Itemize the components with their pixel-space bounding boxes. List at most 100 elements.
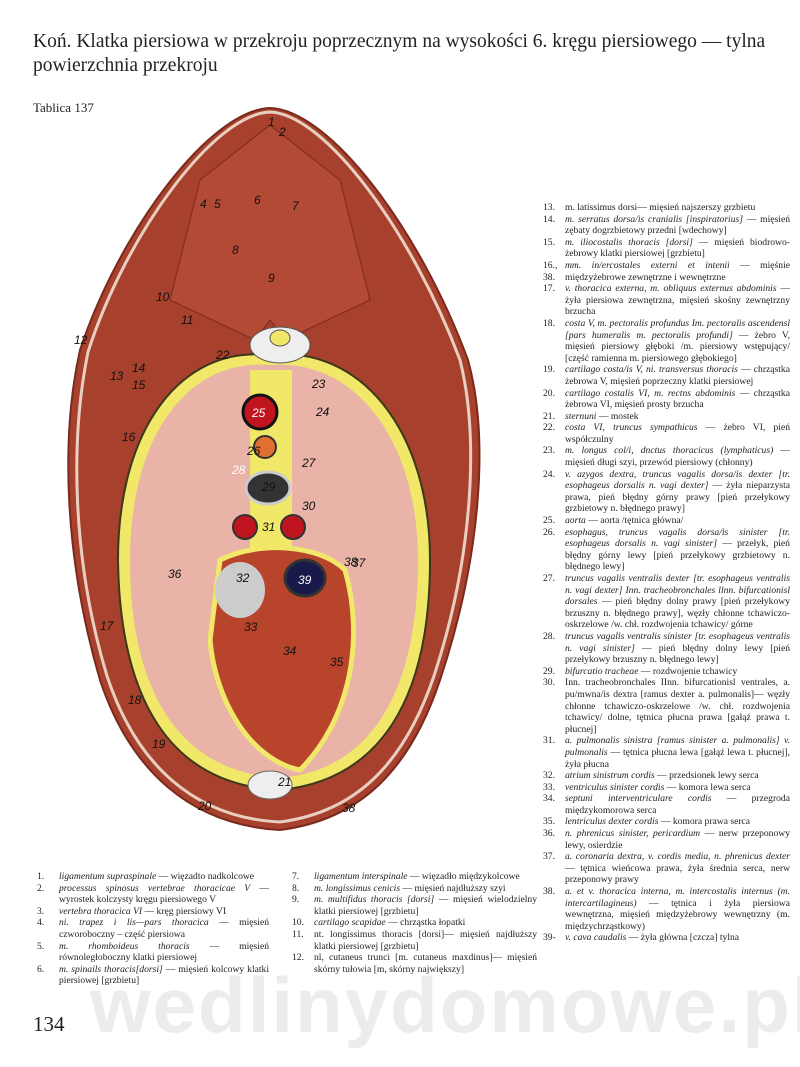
legend-left: 1.ligamentum supraspinale — więzadto nad…: [37, 871, 269, 987]
legend-item: 35.lentriculus dexter cordis — komora pr…: [543, 816, 790, 828]
legend-text: esophagus, truncus vagalis dorsa/is sini…: [565, 526, 790, 573]
legend-text: costa VI, truncus sympathicus — żebro VI…: [565, 422, 790, 445]
legend-item: 17. v. thoracica externa, m. obliquus ext…: [543, 283, 790, 318]
legend-number: 22.: [543, 422, 555, 434]
legend-text: ligamentum interspinale — więzadło międz…: [314, 871, 520, 882]
legend-number: 4.: [37, 917, 45, 929]
figure-label: 22: [215, 348, 230, 362]
legend-item: 31. a. pulmonalis sinistra [ramus siniste…: [543, 735, 790, 770]
legend-number: 19.: [543, 364, 555, 376]
legend-item: 16., 38.mm. in/ercostales externi et int…: [543, 260, 790, 283]
legend-number: 25.: [543, 515, 555, 527]
legend-number: 8.: [292, 882, 300, 894]
legend-item: 24. v. azygos dextra, truncus vagalis dor…: [543, 469, 790, 515]
figure-label: 2: [278, 125, 286, 139]
legend-text: nl, cutaneus trunci [m. cutaneus maxdinu…: [314, 952, 537, 975]
legend-item: 39- v. cava caudalis — żyła główna [czcza…: [543, 932, 790, 944]
figure-label: 19: [152, 737, 166, 751]
skin-layer: [75, 110, 473, 824]
legend-number: 26.: [543, 526, 555, 538]
legend-number: 12.: [292, 952, 304, 964]
figure-label: 30: [302, 499, 316, 513]
legend-number: 24.: [543, 468, 555, 480]
page-number: 134: [33, 1012, 65, 1036]
legend-item: 21.sternuni — mostek: [543, 411, 790, 423]
legend-text: m. spinails thoracis[dorsi] — mięsień ko…: [59, 963, 269, 987]
legend-item: 38. a. et v. thoracica interna, m. interc…: [543, 886, 790, 932]
legend-number: 32.: [543, 770, 555, 782]
figure-label: 29: [261, 480, 276, 494]
trachea-bifurcation: [244, 470, 292, 506]
legend-text: Inn. tracheobronchales IInn. bifurcation…: [565, 677, 790, 735]
legend-text: v. azygos dextra, truncus vagalis dorsa/…: [565, 468, 790, 515]
figure-label: 17: [100, 619, 115, 633]
legend-item: 19.cartilago costa/is V, ni. transversus…: [543, 364, 790, 387]
legend-number: 31.: [543, 735, 555, 747]
legend-text: v. cava caudalis — żyła główna [czcza] t…: [565, 932, 740, 944]
legend-text: atrium sinistrum cordis — przedsionek le…: [565, 770, 759, 782]
legend-text: processus spinosus vertebrae thoracicae …: [59, 882, 269, 906]
legend-text: nt. longissimus thoracis [dorsi]— mięsie…: [314, 928, 537, 952]
legend-item: 7. ligamentum interspinale — więzadło mię…: [292, 871, 537, 883]
figure-label: 27: [301, 456, 317, 470]
figure-label: 38: [342, 801, 356, 815]
legend-text: a. et v. thoracica interna, m. intercost…: [565, 886, 790, 932]
figure-label: 21: [277, 775, 291, 789]
legend-item: 29.bifurcatio tracheae — rozdwojenie tch…: [543, 666, 790, 678]
legend-number: 7.: [292, 871, 300, 882]
legend-number: 10.: [292, 917, 304, 929]
figure-label: 31: [262, 520, 275, 534]
figure-label: 37: [352, 556, 367, 570]
figure-label: 25: [251, 406, 266, 420]
legend-text: v. thoracica externa, m. obliquus extern…: [565, 283, 790, 318]
figure-label: 7: [292, 199, 300, 213]
figure-label: 10: [156, 290, 170, 304]
legend-number: 3.: [37, 905, 45, 917]
legend-text: m. iliocostalis thoracis [dorsi] — mięsi…: [565, 236, 790, 260]
figure-label: 1: [268, 115, 275, 129]
legend-number: 33.: [543, 781, 555, 793]
legend-number: 27.: [543, 573, 555, 584]
figure-label: 8: [232, 243, 239, 257]
figure-label: 9: [268, 271, 275, 285]
legend-item: 32. atrium sinistrum cordis — przedsionek…: [543, 770, 790, 782]
figure-label: 15: [132, 378, 146, 392]
legend-item: 15. m. iliocostalis thoracis [dorsi] — mi…: [543, 237, 790, 260]
figure-label: 35: [330, 655, 344, 669]
legend-item: 34.septuni interventriculare cordis — pr…: [543, 793, 790, 816]
legend-number: 5.: [37, 940, 45, 952]
legend-text: m. rhomboideus thoracis — mięsień równol…: [59, 940, 270, 964]
legend-text: a. pulmonalis sinistra [ramus sinister a…: [565, 735, 790, 770]
esophagus: [253, 435, 277, 459]
legend-text: ventriculus sinister cordis — komora lew…: [565, 781, 751, 793]
legend-item: 8.m. longissimus cenicis — mięsień najdł…: [292, 883, 537, 895]
legend-item: 9.m. multifidus thoracis [dorsi] — mięsi…: [292, 894, 537, 917]
figure-label: 4: [200, 197, 207, 211]
legend-text: m. longus col/i, dnctus thoracicus (lymp…: [565, 445, 790, 469]
legend-item: 22. costa VI, truncus sympathicus — żebro…: [543, 422, 790, 445]
legend-item: 30. Inn. tracheobronchales IInn. bifurcat…: [543, 677, 790, 735]
legend-number: 39-: [543, 932, 556, 944]
legend-number: 18.: [543, 317, 555, 329]
aorta: [241, 393, 279, 431]
figure-label: 26: [246, 444, 261, 458]
legend-number: 1.: [37, 871, 45, 882]
figure-label: 23: [311, 377, 326, 391]
figure-label: 36: [168, 567, 182, 581]
legend-number: 34.: [543, 793, 555, 805]
legend-item: 2.processus spinosus vertebrae thoracica…: [37, 883, 269, 906]
figure-label: 12: [74, 333, 88, 347]
legend-text: bifurcatio tracheae — rozdwojenie tchawi…: [565, 665, 738, 677]
legend-item: 6.m. spinails thoracis[dorsi] — mięsień …: [37, 964, 269, 987]
figure-label: 38: [344, 555, 358, 569]
figure-label: 6: [254, 193, 261, 207]
legend-number: 36.: [543, 828, 555, 840]
legend-item: 37.a. coronaria dextra, v. cordis media,…: [543, 851, 790, 886]
legend-number: 17.: [543, 283, 555, 295]
legend-number: 38.: [543, 886, 555, 898]
legend-number: 15.: [543, 236, 555, 248]
muscle-dorsal: [169, 124, 371, 341]
legend-number: 30.: [543, 677, 555, 689]
legend-number: 28.: [543, 630, 555, 642]
legend-item: 28.truncus vagalis ventralis sinister [t…: [543, 631, 790, 666]
